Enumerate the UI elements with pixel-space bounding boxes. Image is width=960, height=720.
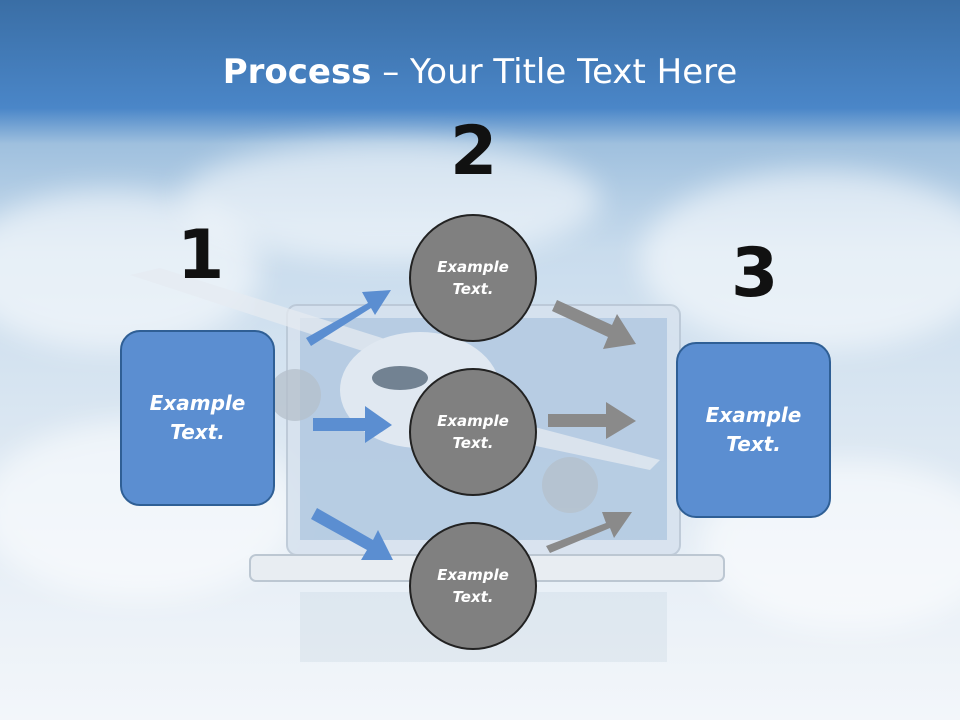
arrow-from-middle-circle (548, 402, 636, 439)
top-circle-label: Example Text. (437, 257, 509, 299)
step-number-3: 3 (731, 234, 779, 313)
arrow-from-top-circle (552, 300, 636, 349)
arrow-to-top-circle (306, 290, 391, 346)
title-rest: – Your Title Text Here (371, 52, 738, 92)
bottom-circle: Example Text. (409, 522, 537, 650)
right-box-label: Example Text. (705, 403, 802, 456)
bottom-circle-label: Example Text. (437, 565, 509, 607)
left-step-box: Example Text. (120, 330, 275, 506)
arrow-to-middle-circle (313, 406, 392, 443)
slide-title: Process – Your Title Text Here (0, 52, 960, 92)
middle-circle: Example Text. (409, 368, 537, 496)
right-step-box: Example Text. (676, 342, 831, 518)
middle-circle-label: Example Text. (437, 411, 509, 453)
title-bold: Process (222, 52, 372, 92)
top-circle: Example Text. (409, 214, 537, 342)
left-box-label: Example Text. (149, 391, 246, 444)
step-number-2: 2 (450, 112, 498, 191)
step-number-1: 1 (177, 216, 225, 295)
arrow-from-bottom-circle (546, 512, 632, 553)
arrow-to-bottom-circle (311, 508, 393, 560)
